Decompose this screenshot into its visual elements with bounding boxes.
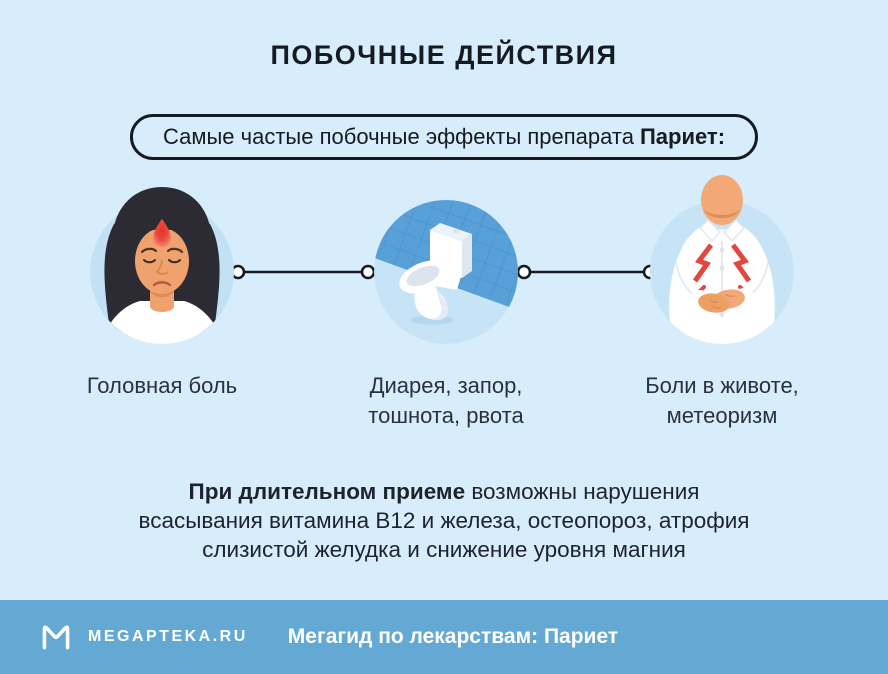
effect-circle-headache — [90, 187, 234, 344]
footer-tagline: Мегагид по лекарствам: Париет — [287, 625, 619, 648]
man-stomach-pain-illustration — [650, 175, 794, 344]
note-line-2: всасывания витамина В12 и железа, остеоп… — [138, 508, 750, 533]
effect-circle-digestive — [374, 200, 518, 344]
effect-circle-stomach — [650, 175, 794, 344]
woman-headache-illustration — [90, 187, 234, 344]
note-line-3: слизистой желудка и снижение уровня магн… — [202, 537, 686, 562]
subtitle-drug-name: Париет: — [639, 124, 726, 149]
effect-label-headache: Головная боль — [86, 373, 238, 398]
subtitle-pill: Самые частые побочные эффекты препарата … — [129, 114, 759, 160]
page-title: ПОБОЧНЫЕ ДЕЙСТВИЯ — [270, 40, 618, 70]
note-line-1: При длительном приеме возможны нарушения — [188, 479, 700, 504]
toilet-illustration — [374, 200, 518, 344]
footer-bar: MEGAPTEKA.RU Мегагид по лекарствам: Пари… — [0, 600, 888, 674]
megapteka-m-logo — [42, 625, 70, 650]
subtitle-text: Самые частые побочные эффекты препарата — [162, 124, 634, 149]
footer-brand: MEGAPTEKA.RU — [88, 628, 248, 645]
long-term-note: При длительном приеме возможны нарушения… — [0, 477, 888, 564]
effect-label-digestive: Диарея, запор, тошнота, рвота — [368, 373, 524, 428]
effect-label-stomach: Боли в животе, метеоризм — [645, 373, 799, 428]
